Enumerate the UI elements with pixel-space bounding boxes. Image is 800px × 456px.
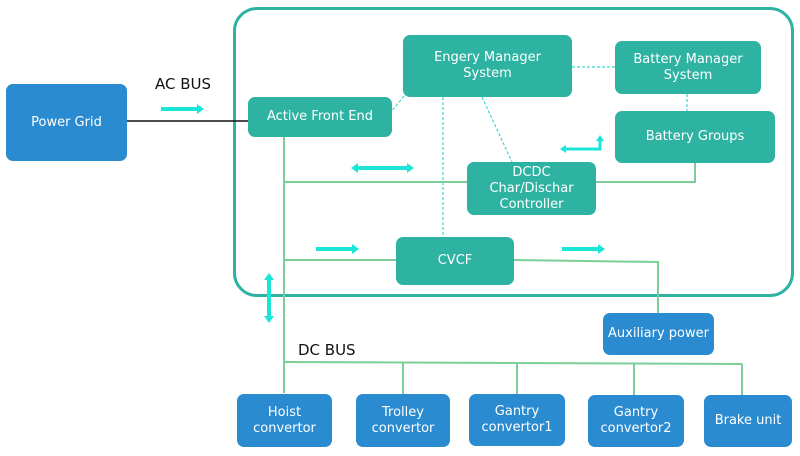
node-power-grid[interactable]: Power Grid [6,84,127,161]
arrow-bidirectional-dcdc [351,163,414,173]
node-battery-groups[interactable]: Battery Groups [615,111,775,163]
dc-bus-line [283,361,743,365]
arrow-bidirectional-vertical [264,273,274,323]
dc-bus-label: DC BUS [298,341,356,359]
node-gantry-convertor2[interactable]: Gantry convertor2 [588,395,684,447]
node-trolley-convertor[interactable]: Trolley convertor [356,394,450,447]
node-gantry-convertor1[interactable]: Gantry convertor1 [469,394,565,446]
node-energy-manager-system[interactable]: Engery Manager System [403,35,572,97]
node-active-front-end[interactable]: Active Front End [248,97,392,137]
dcdc-battery-line [596,163,696,183]
node-hoist-convertor[interactable]: Hoist convertor [237,394,332,447]
ac-bus-label: AC BUS [155,75,212,93]
node-dcdc-controller[interactable]: DCDC Char/Dischar Controller [467,162,596,215]
node-brake-unit[interactable]: Brake unit [704,395,792,447]
arrow-ac-right [161,104,204,114]
comm-ems-afe [390,95,405,113]
energy-storage-system-frame [233,7,794,297]
comm-ems-dcdc [481,96,513,163]
node-battery-manager-system[interactable]: Battery Manager System [615,41,761,94]
arrow-cvcf-in [316,244,359,254]
cvcf-aux-line [513,259,659,313]
arrow-cvcf-out [562,244,605,254]
arrow-battery-bend [560,135,604,153]
node-cvcf[interactable]: CVCF [396,237,514,285]
node-auxiliary-power[interactable]: Auxiliary power [603,313,714,355]
